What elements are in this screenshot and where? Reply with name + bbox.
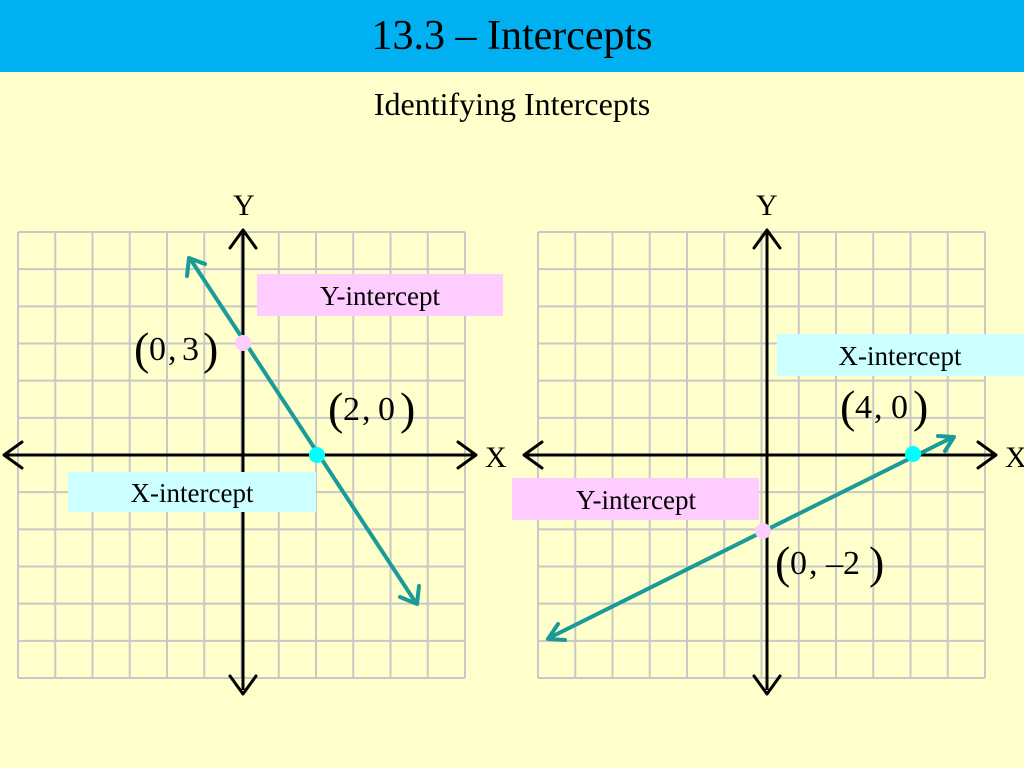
x-axis-label: X [485,441,507,474]
y-intercept-label-box [257,274,503,316]
coord-x: 4 [855,389,872,426]
slide-subtitle: Identifying Intercepts [373,86,651,122]
line-arrow-down [398,584,421,606]
coord-y: 0 [891,389,908,426]
x-intercept-label: X-intercept [131,478,254,508]
x-intercept-coordinate: ( 2 , 0 ) [328,383,415,434]
open-paren: ( [840,381,855,432]
x-axis-arrow-right [976,440,998,470]
y-axis-arrow-up [228,228,258,250]
x-intercept-label: X-intercept [839,341,962,371]
graph-2: Y X X-intercept Y-intercept ( 4 , 0 ) ( … [512,189,1024,696]
x-intercept-coordinate: ( 4 , 0 ) [840,381,928,432]
close-paren: ) [203,323,218,374]
title-bar: 13.3 – Intercepts [0,0,1024,72]
y-intercept-point [235,335,251,351]
coord-y: 0 [378,391,395,428]
graph-1: Y X Y-intercept X-intercept ( 0 , 3 ) ( … [2,189,507,696]
y-intercept-label-box [512,478,759,520]
comma: , [874,389,883,426]
comma: , [168,331,177,368]
x-intercept-point [309,447,325,463]
coord-x: 0 [149,331,166,368]
x-axis-arrow-right [456,440,478,470]
open-paren: ( [775,537,790,588]
y-axis-arrow-up [752,228,782,250]
close-paren: ) [869,537,884,588]
open-paren: ( [134,323,149,374]
y-axis-label: Y [756,189,778,222]
coord-x: 2 [343,391,360,428]
graph-line [548,435,954,640]
coord-y: –2 [825,545,860,582]
y-axis-arrow-down [752,674,782,696]
y-intercept-point [755,523,771,539]
x-axis-arrow-left [2,440,24,470]
x-axis-arrow-left [522,440,544,470]
x-intercept-label-box [777,334,1024,376]
line-arrow-down [546,622,567,642]
open-paren: ( [328,383,343,434]
graph-line [189,258,418,605]
coord-y: 3 [182,331,199,368]
y-intercept-label: Y-intercept [576,485,696,515]
y-axis-label: Y [233,189,255,222]
x-intercept-label-box [68,472,316,512]
y-intercept-coordinate: ( 0 , 3 ) [134,323,218,374]
line-arrow-up [936,434,956,453]
slide-title: 13.3 – Intercepts [371,13,653,59]
comma: , [362,391,371,428]
coord-x: 0 [790,545,807,582]
x-intercept-point [905,446,921,462]
y-intercept-label: Y-intercept [320,281,440,311]
y-axis-arrow-down [228,674,258,696]
line-arrow-up [185,256,207,278]
close-paren: ) [913,381,928,432]
x-axis-label: X [1005,441,1024,474]
y-intercept-coordinate: ( 0 , –2 ) [775,537,884,588]
comma: , [809,545,818,582]
close-paren: ) [400,383,415,434]
